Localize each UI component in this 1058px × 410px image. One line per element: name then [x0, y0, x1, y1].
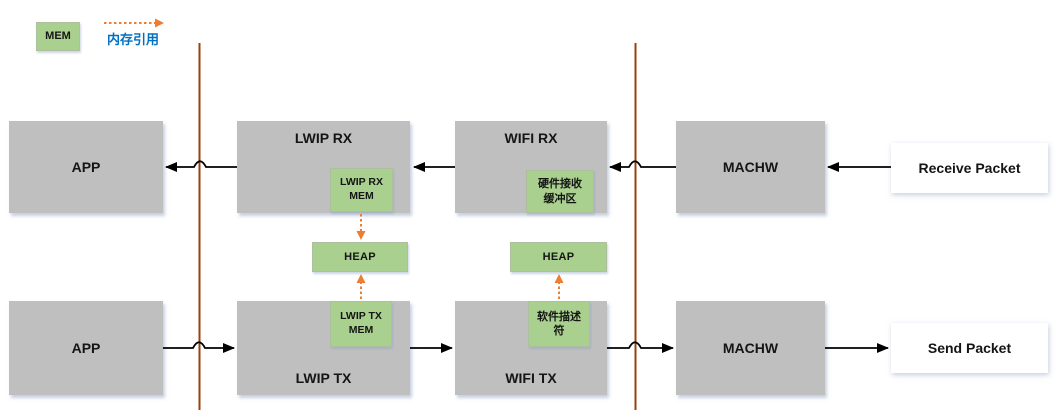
- lwip-tx-mem-label: LWIP TX MEM: [340, 310, 382, 336]
- node-app-rx-label: APP: [71, 159, 101, 175]
- node-app-tx: APP: [9, 301, 163, 395]
- node-lwip-tx-label: LWIP TX: [295, 370, 352, 386]
- lwip-rx-mem-label: LWIP RX MEM: [340, 176, 383, 202]
- node-heap-tx: HEAP: [510, 242, 607, 272]
- node-machw-rx-label: MACHW: [722, 159, 779, 175]
- arrow-machw-to-wifirx: [609, 160, 676, 172]
- receive-packet-label: Receive Packet: [918, 160, 1021, 176]
- node-wifi-rx-label: WIFI RX: [504, 130, 558, 146]
- arrow-wifitx-to-machw: [607, 341, 674, 353]
- node-wifi-tx-label: WIFI TX: [505, 370, 557, 386]
- legend-memory-ref-label: 内存引用: [107, 32, 160, 47]
- node-app-rx: APP: [9, 121, 163, 213]
- sw-descriptor-label: 软件描述符: [537, 310, 581, 337]
- legend-mem-swatch: MEM: [36, 22, 80, 51]
- node-hw-rx-buffer: 硬件接收缓冲区: [526, 170, 594, 213]
- node-lwip-rx-label: LWIP RX: [294, 130, 353, 146]
- heap-tx-label: HEAP: [542, 250, 575, 263]
- node-machw-rx: MACHW: [676, 121, 825, 213]
- send-packet-label: Send Packet: [927, 340, 1012, 356]
- node-lwip-tx-mem: LWIP TX MEM: [330, 301, 392, 347]
- legend-mem-label: MEM: [45, 30, 71, 43]
- node-lwip-rx: LWIP RX: [237, 121, 410, 213]
- node-send-packet: Send Packet: [891, 323, 1048, 373]
- arrow-lwiprx-to-app: [165, 160, 237, 172]
- arrow-app-to-lwiptx: [163, 341, 235, 353]
- node-machw-tx-label: MACHW: [722, 340, 779, 356]
- node-lwip-rx-mem: LWIP RX MEM: [330, 168, 393, 212]
- node-machw-tx: MACHW: [676, 301, 825, 395]
- node-heap-rx: HEAP: [312, 242, 408, 272]
- node-sw-descriptor: 软件描述符: [528, 301, 590, 347]
- hw-rx-buffer-label: 硬件接收缓冲区: [538, 178, 582, 205]
- heap-rx-label: HEAP: [344, 250, 376, 263]
- node-app-tx-label: APP: [71, 340, 101, 356]
- node-receive-packet: Receive Packet: [891, 143, 1048, 193]
